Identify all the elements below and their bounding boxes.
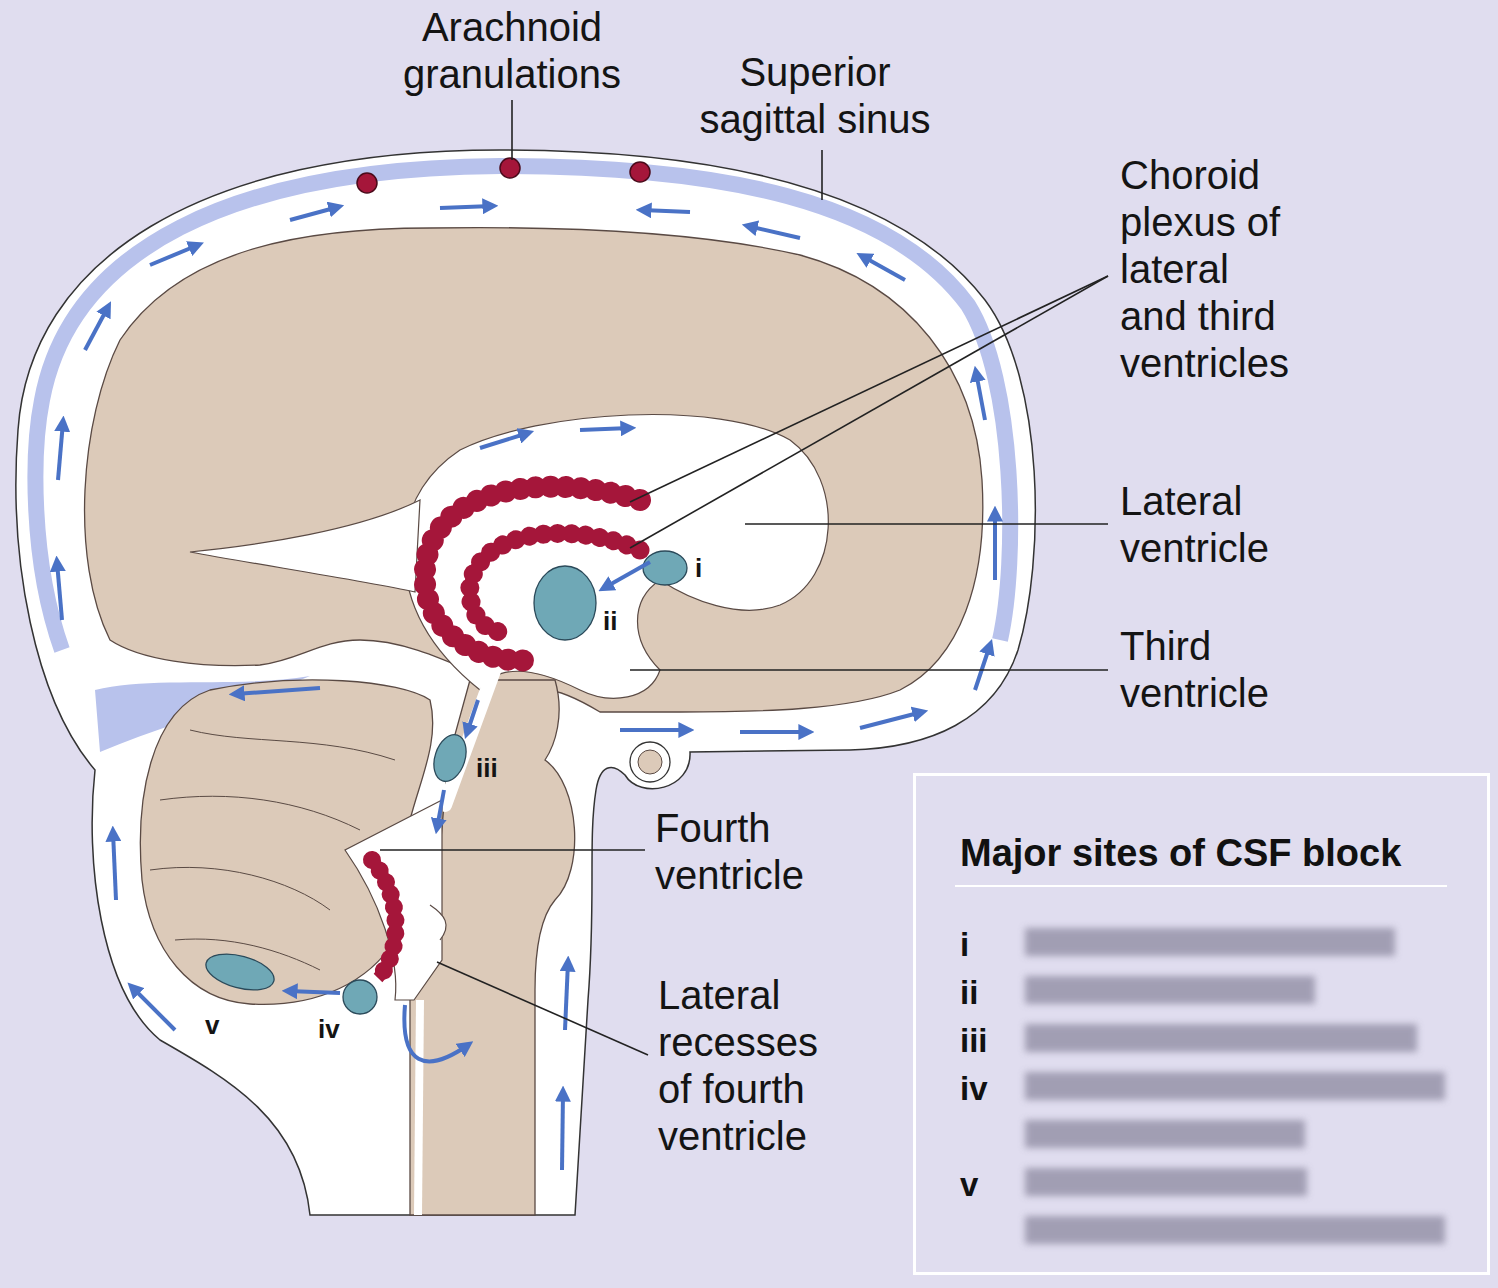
structure-label: Choroid plexus of lateral and third vent… [1120,152,1305,387]
leader-line [745,523,1108,525]
flow-arrow [288,991,340,993]
flow-arrow [440,206,492,208]
flow-arrow [975,645,990,690]
flow-arrow [58,422,63,480]
choroid-plexus-fourth-tufts [372,860,396,978]
blurred-entry [1025,1216,1445,1244]
block-site [428,731,471,786]
structure-label: Lateral recesses of fourth ventricle [658,972,843,1160]
flow-arrow [862,256,905,280]
block-site [202,947,278,996]
lateral-recess [430,905,446,940]
structure-label: Third ventricle [1120,623,1330,717]
legend-number: v [960,1165,978,1205]
arachnoid-granulation [357,173,377,193]
legend-panel: Major sites of CSF blockiiiiiiivv [913,773,1490,1275]
pituitary [630,742,670,782]
choroid-plexus-fourth [372,860,396,978]
blurred-entry [1025,1024,1417,1052]
legend-number: iii [960,1021,988,1061]
leader-line [821,150,823,200]
flow-arrow [480,433,528,448]
central-canal [418,1000,420,1215]
legend-number: i [960,925,969,965]
flow-arrow [113,832,116,900]
flow-arrow [290,207,338,220]
callout-number: i [695,553,735,583]
flow-arrow [467,700,478,733]
flow-arrow [604,562,650,588]
structure-label: Superior sagittal sinus [690,49,940,143]
blurred-entry [1025,976,1315,1004]
flow-arrow [235,688,320,694]
blurred-entry [1025,1168,1307,1196]
callout-number: iv [318,1014,358,1044]
callout-number: v [205,1010,245,1040]
arachnoid-granulation [630,162,650,182]
blurred-entry [1025,1072,1445,1100]
block-site [534,566,596,640]
flow-arrow [620,728,688,732]
leader-line [437,962,648,1055]
occipital-horn [190,500,420,592]
blurred-entry [1025,1120,1305,1148]
leader-line [630,276,1108,548]
lateral-ventricle [404,415,828,699]
legend-number: ii [960,973,978,1013]
flow-arrow [132,987,175,1030]
block-site [643,551,687,585]
leader-line [511,100,513,160]
pituitary-core [638,750,662,774]
leader-line [630,669,1108,671]
flow-arrow [580,428,630,430]
blurred-entry [1025,928,1395,956]
flow-arrow [860,712,922,728]
flow-arrow [740,730,808,734]
structure-label: Lateral ventricle [1120,478,1330,572]
flow-arrow [748,226,800,238]
block-site [343,980,377,1014]
structure-label: Fourth ventricle [655,805,865,899]
arachnoid-granulation [500,158,520,178]
callout-number: iii [476,753,526,783]
flow-arrow [404,1005,468,1061]
head-outline [16,150,1035,1215]
flow-arrow [57,562,62,620]
legend-title: Major sites of CSF block [960,830,1401,876]
cerebrum [85,228,983,712]
flow-arrow [437,790,444,828]
structure-label: Arachnoid granulations [387,4,637,98]
fourth-ventricle [345,800,442,1000]
flow-arrow [562,1092,563,1170]
flow-arrow [993,512,997,580]
flow-arrow [642,210,690,212]
flow-arrow [85,307,108,350]
choroid-plexus [372,487,640,978]
leader-line [380,849,645,851]
flow-arrow [976,372,985,420]
legend-number: iv [960,1069,988,1109]
leader-line [630,276,1108,502]
legend-divider [955,885,1447,887]
callout-number: ii [603,606,643,636]
flow-arrow [150,245,198,265]
